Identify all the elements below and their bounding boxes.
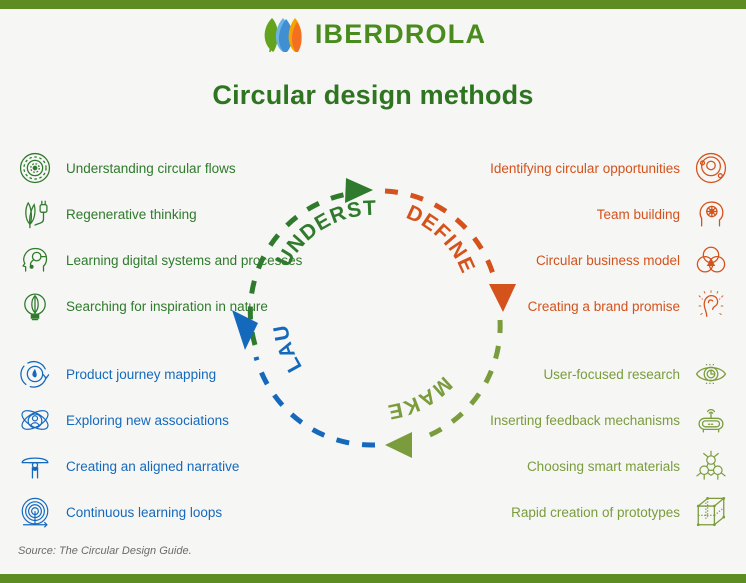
bottom-accent-bar	[0, 574, 746, 583]
list-item[interactable]: Continuous learning loops	[18, 490, 239, 534]
orbit-target-icon	[695, 152, 727, 184]
list-item[interactable]: Circular business model	[490, 238, 728, 282]
section-understand: Understanding circular flows Regenerativ…	[18, 146, 302, 330]
circular-process-wheel: UNDERSTAND DEFINE MAKE LAUNCH	[215, 160, 535, 460]
list-item-label: Creating a brand promise	[527, 298, 680, 314]
wheel-arc-understand	[247, 178, 373, 346]
lightbulb-leaf-icon	[24, 293, 46, 321]
list-item-label: Understanding circular flows	[66, 160, 236, 176]
list-item-label: Continuous learning loops	[66, 504, 223, 520]
list-item[interactable]: Learning digital systems and processes	[18, 238, 302, 282]
wheel-arc-make	[385, 319, 503, 458]
sensor-device-icon	[698, 408, 724, 433]
wireframe-cube-icon	[696, 497, 726, 527]
list-item-label: Creating an aligned narrative	[66, 458, 240, 474]
list-item[interactable]: Product journey mapping	[18, 352, 239, 396]
atom-person-icon	[21, 410, 49, 430]
plant-plug-icon	[25, 200, 48, 229]
wheel-arc-define	[384, 188, 516, 312]
list-item-label: Exploring new associations	[66, 412, 229, 428]
list-item-label: Rapid creation of prototypes	[511, 504, 680, 520]
molecule-icon	[696, 450, 726, 480]
section-define: Identifying circular opportunities Team …	[490, 146, 728, 330]
list-item[interactable]: Rapid creation of prototypes	[490, 490, 728, 534]
source-note: Source: The Circular Design Guide.	[18, 545, 192, 557]
list-item-label: Learning digital systems and processes	[66, 252, 303, 268]
list-item-label: Regenerative thinking	[66, 206, 197, 222]
list-item[interactable]: Creating an aligned narrative	[18, 444, 239, 488]
circular-flows-icon	[19, 152, 51, 184]
wheel-label-define: DEFINE	[403, 201, 480, 277]
list-item[interactable]: Exploring new associations	[18, 398, 239, 442]
section-launch: Product journey mapping Exploring new as…	[18, 352, 239, 536]
spiral-loop-icon	[21, 497, 49, 528]
list-item-label: User-focused research	[543, 366, 680, 382]
list-item[interactable]: Searching for inspiration in nature	[18, 284, 302, 328]
list-item-label: Searching for inspiration in nature	[66, 298, 268, 314]
wheel-label-understand: UNDERSTAND	[215, 160, 377, 271]
list-item[interactable]: Identifying circular opportunities	[490, 146, 728, 190]
page-title: Circular design methods	[212, 80, 534, 110]
eye-research-icon	[695, 364, 727, 384]
list-item[interactable]: Choosing smart materials	[490, 444, 728, 488]
list-item[interactable]: Regenerative thinking	[18, 192, 302, 236]
list-item-label: Circular business model	[535, 252, 680, 268]
list-item[interactable]: User-focused research	[490, 352, 728, 396]
head-circuit-icon	[22, 247, 48, 272]
list-item[interactable]: Inserting feedback mechanisms	[490, 398, 728, 442]
brand-logo: IBERDROLA	[0, 14, 746, 54]
list-item-label: Inserting feedback mechanisms	[490, 412, 680, 428]
list-item-label: Product journey mapping	[66, 366, 217, 382]
wheel-arc-launch	[232, 310, 376, 448]
list-item[interactable]: Creating a brand promise	[490, 284, 728, 328]
brand-name: IBERDROLA	[314, 18, 487, 49]
top-accent-bar	[0, 0, 746, 9]
iberdrola-leaves-logo-icon	[264, 18, 302, 53]
list-item[interactable]: Understanding circular flows	[18, 146, 302, 190]
person-aligned-icon	[21, 457, 49, 479]
list-item-label: Choosing smart materials	[526, 458, 680, 474]
wheel-label-make: MAKE	[385, 372, 456, 424]
list-item-label: Identifying circular opportunities	[490, 160, 680, 176]
venn-circles-icon	[696, 246, 726, 273]
ear-sound-icon	[698, 290, 724, 317]
head-network-icon	[699, 201, 724, 227]
droplet-cycle-icon	[20, 360, 50, 388]
list-item[interactable]: Team building	[490, 192, 728, 236]
list-item-label: Team building	[596, 206, 680, 222]
section-make: User-focused research Inserting feedback…	[490, 352, 728, 536]
